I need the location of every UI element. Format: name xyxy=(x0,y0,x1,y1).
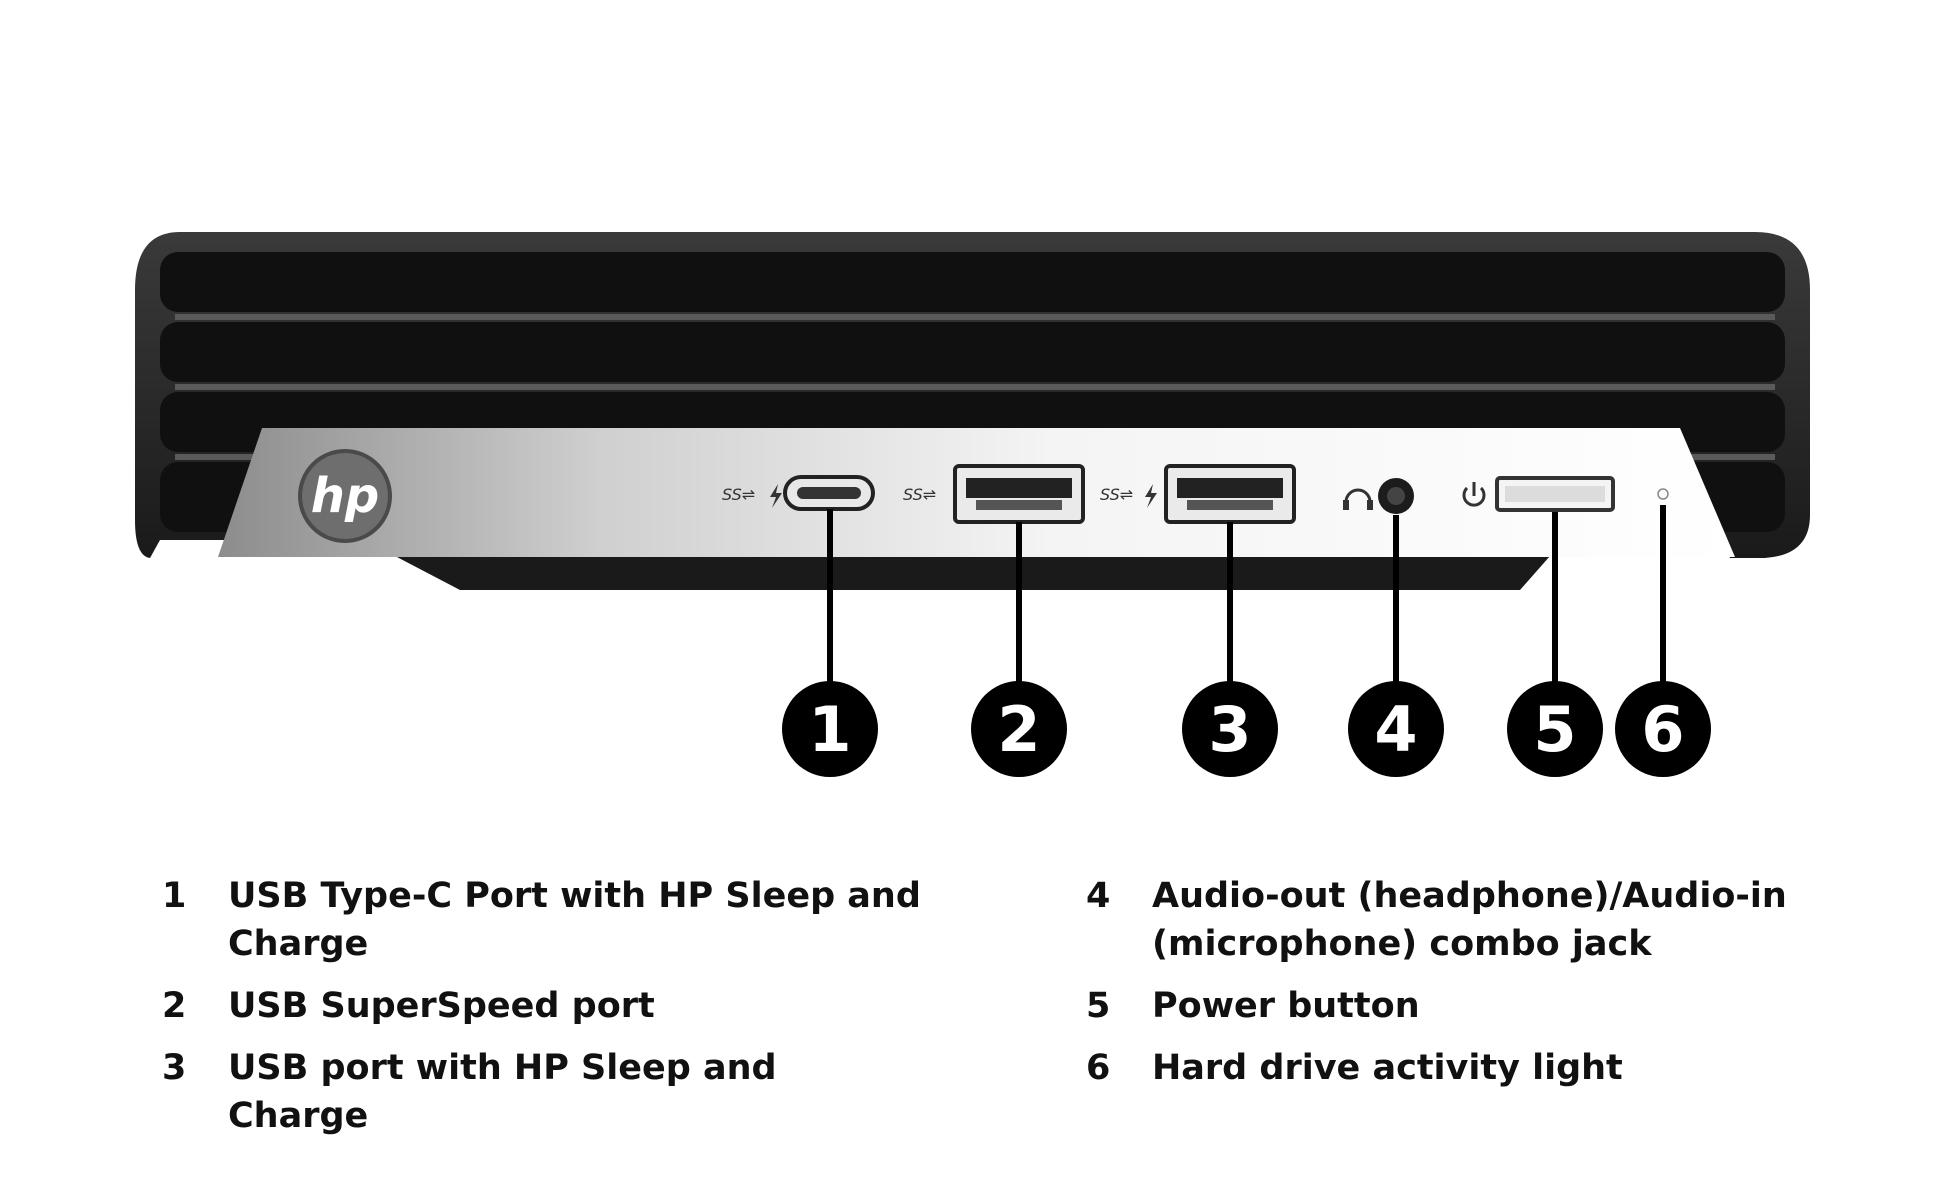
callout-1: 1 xyxy=(782,681,878,777)
legend-number: 2 xyxy=(162,986,187,1026)
callout-2: 2 xyxy=(971,681,1067,777)
chassis-foot xyxy=(395,556,1550,590)
callout-leaders xyxy=(827,505,1666,690)
callout-6: 6 xyxy=(1615,681,1711,777)
legend-column-left: 1 USB Type-C Port with HP Sleep and Char… xyxy=(162,872,922,1154)
svg-text:SS⇌: SS⇌ xyxy=(722,485,755,504)
hp-logo-text: hp xyxy=(311,468,380,524)
svg-text:SS⇌: SS⇌ xyxy=(903,485,936,504)
legend-item: 3 USB port with HP Sleep and Charge xyxy=(162,1044,922,1140)
legend-column-right: 4 Audio-out (headphone)/Audio-in (microp… xyxy=(1086,872,1846,1106)
callout-number: 6 xyxy=(1641,693,1684,766)
ss-usb-bolt-icon: SS⇌ xyxy=(1100,484,1157,508)
usb-a-port-2: SS⇌ xyxy=(1100,464,1296,524)
power-icon xyxy=(1462,482,1486,507)
callout-number: 3 xyxy=(1208,693,1251,766)
ss-usb-bolt-icon: SS⇌ xyxy=(722,484,782,508)
callout-5: 5 xyxy=(1507,681,1603,777)
legend-text: USB Type-C Port with HP Sleep and Charge xyxy=(228,876,921,964)
usb-a-port-1: SS⇌ xyxy=(903,464,1085,524)
legend-number: 3 xyxy=(162,1048,187,1088)
computer-front-diagram: hp SS⇌ SS⇌ SS⇌ xyxy=(135,232,1810,777)
callout-number: 1 xyxy=(808,693,851,766)
legend-item: 1 USB Type-C Port with HP Sleep and Char… xyxy=(162,872,922,968)
legend-item: 2 USB SuperSpeed port xyxy=(162,982,922,1030)
svg-text:SS⇌: SS⇌ xyxy=(1100,485,1133,504)
callout-4: 4 xyxy=(1348,681,1444,777)
drive-activity-light xyxy=(1657,488,1669,500)
legend-text: Hard drive activity light xyxy=(1152,1048,1623,1088)
legend-text: Audio-out (headphone)/Audio-in (micropho… xyxy=(1152,876,1787,964)
legend-number: 6 xyxy=(1086,1048,1111,1088)
legend-number: 4 xyxy=(1086,876,1111,916)
legend-text: USB port with HP Sleep and Charge xyxy=(228,1048,777,1136)
callout-number: 2 xyxy=(997,693,1040,766)
legend-item: 5 Power button xyxy=(1086,982,1846,1030)
audio-jack xyxy=(1343,478,1414,514)
headset-icon xyxy=(1343,488,1373,510)
legend-number: 5 xyxy=(1086,986,1111,1026)
legend-item: 6 Hard drive activity light xyxy=(1086,1044,1846,1092)
ss-usb-icon: SS⇌ xyxy=(903,485,936,504)
callout-number: 4 xyxy=(1374,693,1417,766)
legend-number: 1 xyxy=(162,876,187,916)
callout-number: 5 xyxy=(1533,693,1576,766)
hp-logo: hp xyxy=(298,449,392,543)
legend-text: Power button xyxy=(1152,986,1420,1026)
callout-3: 3 xyxy=(1182,681,1278,777)
legend-item: 4 Audio-out (headphone)/Audio-in (microp… xyxy=(1086,872,1846,968)
power-button xyxy=(1462,476,1615,512)
port-legend: 1 USB Type-C Port with HP Sleep and Char… xyxy=(0,872,1940,1172)
usb-c-port: SS⇌ xyxy=(722,475,875,511)
legend-text: USB SuperSpeed port xyxy=(228,986,655,1026)
